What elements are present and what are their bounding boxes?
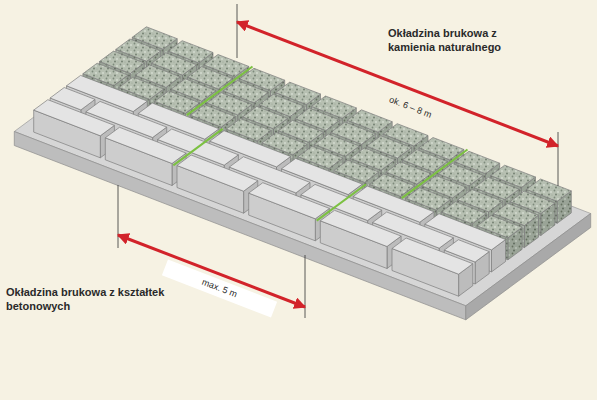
expansion-joint xyxy=(187,67,253,116)
dimension-label: max. 5 m xyxy=(162,259,277,317)
expansion-joint xyxy=(173,129,222,165)
concrete-paver xyxy=(392,238,473,274)
leader-line xyxy=(118,185,119,248)
area-label: Okładzina brukowa z kształtek betonowych xyxy=(6,285,166,313)
concrete-paver xyxy=(177,155,258,191)
leader-line xyxy=(558,132,559,186)
area-label: Okładzina brukowa z kamienia naturalnego xyxy=(388,26,538,54)
leader-line xyxy=(237,4,238,58)
expansion-joints xyxy=(173,67,467,221)
concrete-paver xyxy=(105,127,186,163)
concrete-paver xyxy=(249,183,330,219)
base-slab xyxy=(466,214,591,320)
leader-line xyxy=(305,255,306,318)
dimension-arrow xyxy=(237,22,558,146)
dimension-lines xyxy=(118,4,558,318)
expansion-joint xyxy=(402,150,468,199)
paving-blocks xyxy=(14,27,590,320)
concrete-paver xyxy=(320,210,401,246)
concrete-paver xyxy=(34,100,115,136)
expansion-joint xyxy=(317,184,366,220)
